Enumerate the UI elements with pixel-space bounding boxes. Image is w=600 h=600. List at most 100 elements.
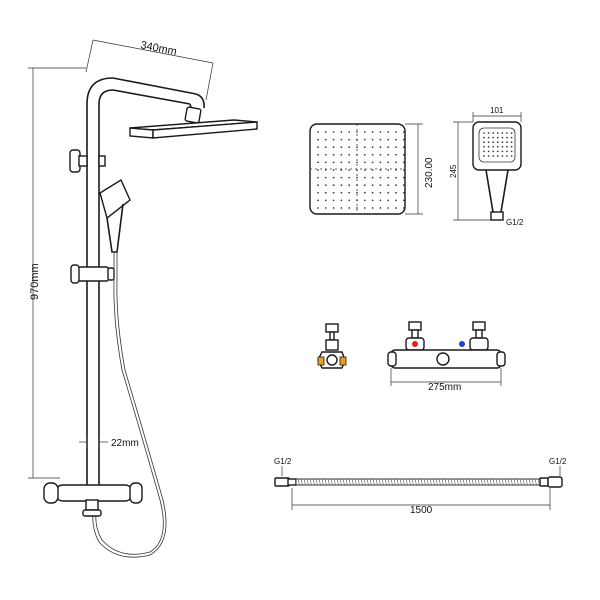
- hand-nozzle: [506, 132, 508, 134]
- hose-rib: [414, 478, 417, 486]
- hose-rib: [477, 478, 480, 486]
- hand-nozzle: [487, 145, 490, 148]
- head-nozzle: [402, 146, 405, 149]
- hose-rib: [519, 478, 522, 486]
- hose-rib: [369, 478, 372, 486]
- head-nozzle: [317, 176, 319, 179]
- head-nozzle: [348, 207, 351, 209]
- head-nozzle: [348, 153, 351, 156]
- head-nozzle: [379, 191, 382, 194]
- head-nozzle: [395, 184, 397, 187]
- head-nozzle: [340, 153, 343, 156]
- hose-rib: [333, 478, 336, 486]
- head-nozzle: [356, 146, 358, 149]
- head-nozzle: [348, 146, 351, 149]
- head-nozzle: [363, 207, 366, 209]
- head-nozzle: [363, 199, 366, 202]
- cold-indicator-dot: [459, 341, 465, 347]
- hose-rib: [339, 478, 342, 486]
- pipe-diameter-label: 22mm: [111, 438, 139, 449]
- hand-nozzle: [506, 145, 508, 148]
- head-nozzle: [379, 176, 382, 179]
- head-nozzle: [317, 146, 319, 149]
- hand-nozzle: [496, 132, 499, 134]
- head-nozzle: [324, 176, 327, 179]
- hand-nozzle: [487, 155, 490, 157]
- hose-rib: [468, 478, 471, 486]
- column-hose: [95, 252, 164, 555]
- hose-rib: [426, 478, 429, 486]
- head-nozzle: [356, 184, 358, 187]
- head-nozzle: [387, 169, 390, 171]
- head-nozzle: [348, 161, 351, 164]
- head-nozzle: [348, 169, 351, 171]
- head-nozzle: [395, 207, 397, 209]
- hose-rib: [297, 478, 300, 486]
- hand-nozzle: [510, 136, 513, 139]
- hose-rib: [408, 478, 411, 486]
- head-nozzle: [324, 153, 327, 156]
- head-nozzle: [324, 191, 327, 194]
- head-nozzle: [387, 184, 390, 187]
- head-nozzle: [371, 146, 374, 149]
- head-nozzle: [387, 161, 390, 164]
- hand-nozzle: [501, 150, 504, 153]
- hand-nozzle: [483, 145, 485, 148]
- head-nozzle: [379, 207, 382, 209]
- hose-rib: [345, 478, 348, 486]
- head-nozzle: [379, 131, 382, 133]
- head-nozzle: [402, 169, 405, 171]
- head-nozzle: [363, 169, 366, 171]
- head-nozzle: [363, 131, 366, 133]
- hose-rib: [447, 478, 450, 486]
- hose-rib: [510, 478, 513, 486]
- hose-rib: [306, 478, 309, 486]
- hose-rib: [456, 478, 459, 486]
- hand-nozzle: [510, 150, 513, 153]
- hose-rib: [309, 478, 312, 486]
- hose-rib: [498, 478, 501, 486]
- head-nozzle: [402, 161, 405, 164]
- hand-nozzle: [492, 155, 495, 157]
- head-nozzle: [356, 138, 358, 141]
- head-nozzle: [348, 176, 351, 179]
- hose-rib: [507, 478, 510, 486]
- head-nozzle: [395, 191, 397, 194]
- hose-rib: [480, 478, 483, 486]
- head-nozzle: [371, 191, 374, 194]
- head-nozzle: [387, 131, 390, 133]
- head-nozzle: [395, 131, 397, 133]
- head-nozzle: [332, 191, 335, 194]
- head-nozzle: [356, 176, 358, 179]
- head-nozzle: [363, 176, 366, 179]
- head-nozzle: [324, 138, 327, 141]
- hose-rib: [300, 478, 303, 486]
- head-nozzle: [348, 199, 351, 202]
- hose-rib: [432, 478, 435, 486]
- hose-rib: [357, 478, 360, 486]
- slider-holder: [70, 264, 115, 284]
- hose-rib: [363, 478, 366, 486]
- hose-rib: [441, 478, 444, 486]
- head-nozzle: [395, 138, 397, 141]
- hose-rib: [366, 478, 369, 486]
- head-nozzle: [371, 161, 374, 164]
- hand-thread-label: G1/2: [506, 218, 524, 227]
- head-nozzle: [371, 153, 374, 156]
- hand-nozzle: [506, 141, 508, 144]
- head-nozzle: [317, 161, 319, 164]
- head-nozzle: [387, 146, 390, 149]
- hand-nozzle: [487, 136, 490, 139]
- hand-nozzle: [506, 136, 508, 139]
- arm-length-label: 340mm: [139, 39, 177, 58]
- head-nozzle: [332, 146, 335, 149]
- hand-nozzle: [496, 150, 499, 153]
- wall-bracket: [69, 149, 106, 173]
- hose-rib: [528, 478, 531, 486]
- hand-nozzle: [496, 136, 499, 139]
- head-nozzle: [371, 207, 374, 209]
- head-nozzle: [356, 207, 358, 209]
- hand-nozzle: [496, 141, 499, 144]
- hand-nozzle: [492, 145, 495, 148]
